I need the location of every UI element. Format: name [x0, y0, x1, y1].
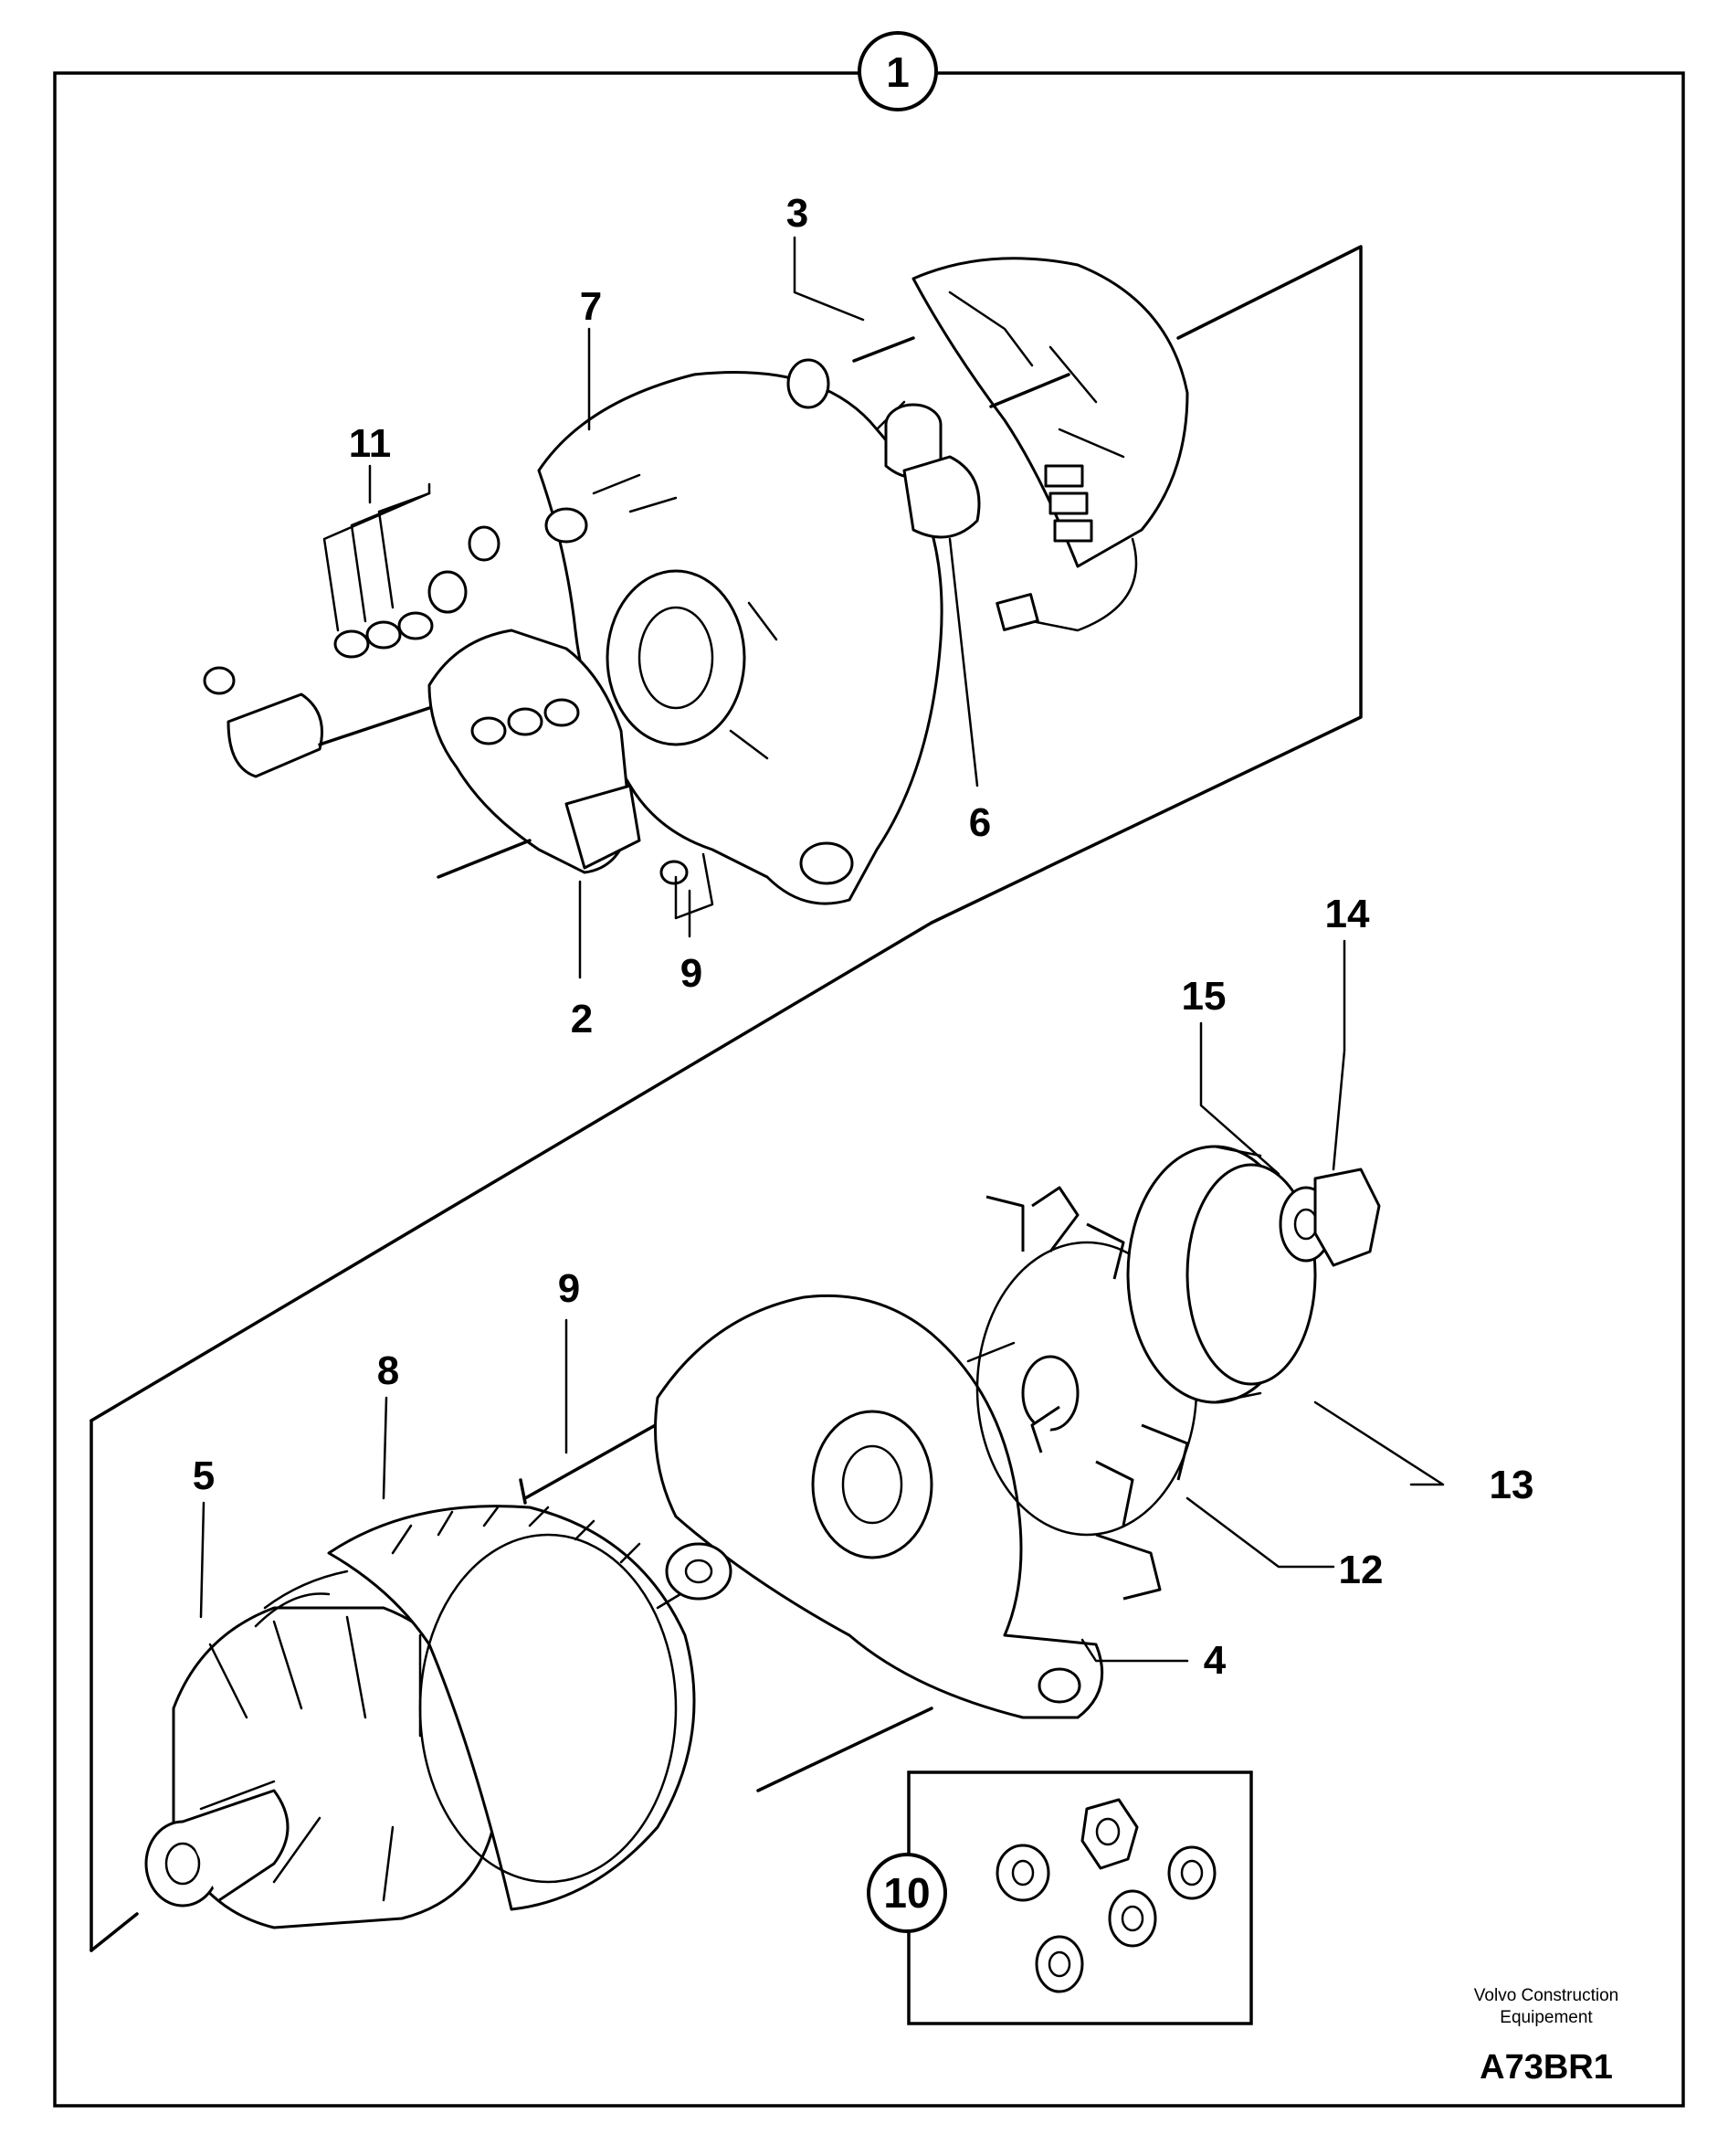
- callout-2: 2: [571, 997, 593, 1041]
- washer-icon: [786, 358, 830, 409]
- washer-icon: [1167, 1845, 1217, 1900]
- washer-icon: [1108, 1889, 1157, 1948]
- nut-part-14: [1313, 1168, 1381, 1267]
- rectifier-part-2: [427, 629, 641, 879]
- capacitor-icon: [203, 666, 431, 778]
- callout-7: 7: [580, 284, 602, 329]
- sleeve-part-6: [884, 403, 981, 539]
- fastener-set-11: [322, 482, 500, 659]
- nut-icon: [1080, 1798, 1139, 1870]
- pulley-part-13: [1126, 1145, 1317, 1404]
- callout-9-lower: 9: [558, 1266, 580, 1311]
- kit-number: 10: [883, 1869, 930, 1917]
- callout-11: 11: [349, 421, 392, 466]
- stator-part-8: [254, 1505, 696, 1911]
- lower-assembly: [90, 939, 1445, 1952]
- regulator-part-3: [852, 257, 1189, 632]
- callout-6: 6: [969, 800, 991, 845]
- callout-3: 3: [786, 191, 808, 236]
- drive-end-bracket-part-4: [654, 1294, 1104, 1719]
- callout-12: 12: [1339, 1548, 1384, 1592]
- rotor-part-5: [144, 1606, 495, 1929]
- upper-assembly: [90, 236, 1363, 1422]
- illustration-code: A73BR1: [1480, 2048, 1613, 2087]
- publisher-line-1: Volvo Construction: [1474, 1986, 1618, 2005]
- callout-9-upper: 9: [680, 951, 702, 996]
- spring-washer-icon: [996, 1844, 1050, 1902]
- group-number: 1: [886, 48, 910, 96]
- callout-8: 8: [377, 1348, 399, 1393]
- callout-13: 13: [1490, 1463, 1534, 1507]
- kit-box-10: 10: [867, 1770, 1253, 2025]
- callout-4: 4: [1204, 1638, 1227, 1683]
- callout-5: 5: [193, 1453, 215, 1498]
- callout-15: 15: [1182, 974, 1227, 1019]
- group-number-badge: 1: [858, 31, 938, 111]
- washer-icon: [1035, 1935, 1084, 1993]
- publisher-line-2: Equipement: [1500, 2008, 1593, 2027]
- housing-part-7: [537, 371, 943, 905]
- callout-14: 14: [1325, 892, 1370, 936]
- bolt-part-9-upper: [659, 852, 714, 920]
